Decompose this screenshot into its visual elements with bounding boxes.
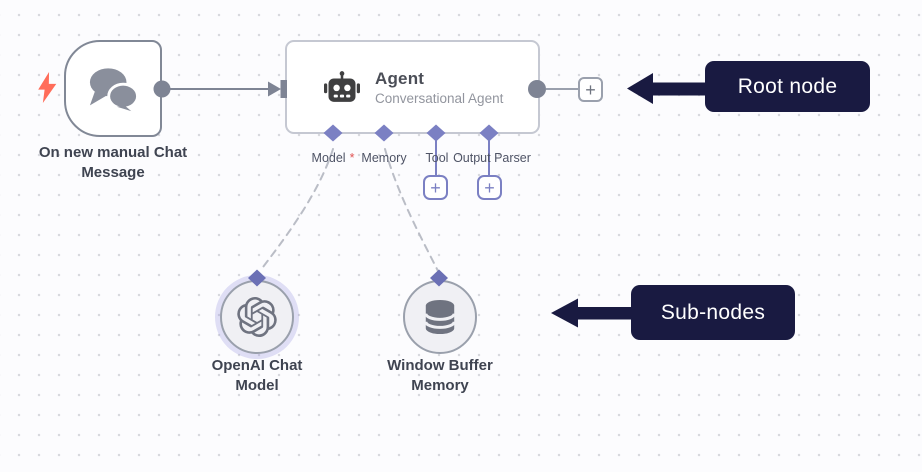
node-agent[interactable]: Agent Conversational Agent (285, 40, 540, 134)
chat-trigger-label-line2: Message (81, 164, 145, 181)
wire-memory-dashed (384, 148, 439, 272)
chat-trigger-label: On new manual Chat Message (13, 143, 213, 183)
node-openai-chat-model[interactable] (220, 280, 294, 354)
node-chat-trigger[interactable] (64, 40, 162, 137)
openai-chat-model-label: OpenAI Chat Model (157, 356, 357, 396)
node-window-buffer-memory[interactable] (403, 280, 477, 354)
wire-model-dashed (259, 148, 334, 272)
openai-label-line2: Model (235, 377, 279, 394)
database-icon (424, 299, 456, 335)
wbm-label-line2: Memory (411, 377, 469, 394)
port-label-model: Model* (312, 151, 355, 165)
root-node-arrow (627, 73, 706, 104)
wire-arrowhead (268, 81, 281, 97)
port-label-output-parser: Output Parser (453, 151, 531, 165)
annotation-sub-nodes: Sub-nodes (631, 285, 795, 340)
required-asterisk: * (349, 151, 355, 165)
openai-logo-icon (237, 297, 277, 337)
port-label-tool-text: Tool (425, 151, 449, 165)
wbm-label-line1: Window Buffer (387, 357, 493, 374)
port-label-memory: Memory (361, 151, 406, 165)
port-label-tool: Tool (426, 151, 449, 165)
openai-label-line1: OpenAI Chat (211, 357, 303, 374)
agent-title: Agent (375, 68, 425, 88)
port-label-output-parser-text: Output Parser (453, 151, 531, 165)
sub-nodes-arrow (551, 298, 632, 328)
chat-trigger-label-line1: On new manual Chat (38, 144, 188, 161)
chat-bubbles-icon (89, 67, 138, 111)
window-buffer-memory-label: Window Buffer Memory (340, 356, 540, 396)
robot-icon (324, 71, 360, 102)
add-output-parser-button[interactable]: + (477, 175, 502, 200)
port-label-memory-text: Memory (361, 151, 407, 165)
port-label-model-text: Model (311, 151, 346, 165)
agent-text-block: Agent Conversational Agent (375, 69, 503, 106)
annotation-root-node: Root node (705, 61, 870, 112)
lightning-bolt-icon (38, 72, 57, 103)
agent-subtitle: Conversational Agent (375, 90, 504, 106)
add-tool-button[interactable]: + (423, 175, 448, 200)
add-next-node-button[interactable]: + (578, 77, 603, 102)
